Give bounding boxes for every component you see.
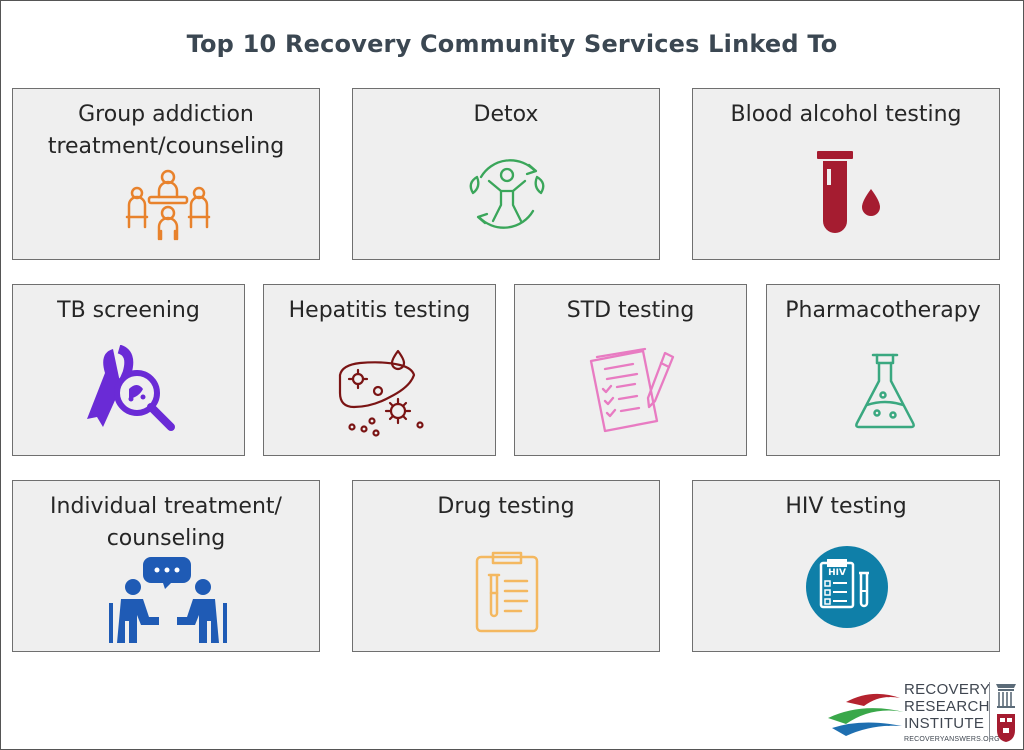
service-label: Individual treatment/ counseling xyxy=(50,494,282,551)
service-label: Drug testing xyxy=(437,494,575,519)
service-label: HIV testing xyxy=(785,494,907,519)
service-card-drug-testing: Drug testing xyxy=(352,480,660,652)
service-card-pharmacotherapy: Pharmacotherapy xyxy=(766,284,1000,456)
liver-virus-icon xyxy=(338,349,424,437)
clipboard-test-tube-icon xyxy=(475,551,539,633)
hiv-clipboard-icon: HIV xyxy=(806,546,888,628)
group-meeting-icon xyxy=(125,169,211,241)
logo-text-line2: RESEARCH xyxy=(904,698,990,715)
service-card-blood-alcohol: Blood alcohol testing xyxy=(692,88,1000,260)
clipboard-pen-icon xyxy=(589,347,675,433)
service-label: Group addiction treatment/counseling xyxy=(47,102,285,159)
flask-icon xyxy=(855,353,915,429)
logo-text-line1: RECOVERY xyxy=(904,681,991,698)
service-label: Detox xyxy=(473,102,539,127)
service-label: STD testing xyxy=(566,298,695,323)
service-card-hepatitis: Hepatitis testing xyxy=(263,284,496,456)
service-card-hiv-testing: HIV testing HIV xyxy=(692,480,1000,652)
ribbon-magnifier-icon xyxy=(87,345,175,431)
service-label: Blood alcohol testing xyxy=(730,102,962,127)
service-card-std-testing: STD testing xyxy=(514,284,747,456)
svg-text:HIV: HIV xyxy=(828,568,846,578)
service-card-tb-screening: TB screening xyxy=(12,284,245,456)
service-label: Pharmacotherapy xyxy=(785,298,981,323)
blood-test-tube-icon xyxy=(817,151,880,233)
two-people-talking-icon xyxy=(109,557,227,643)
university-shield-icon xyxy=(996,684,1016,742)
service-card-detox: Detox xyxy=(352,88,660,260)
logo-text-line3: INSTITUTE xyxy=(904,715,985,732)
logo-divider xyxy=(989,682,990,742)
service-label: TB screening xyxy=(57,298,200,323)
service-card-group-counseling: Group addiction treatment/counseling xyxy=(12,88,320,260)
service-card-individual-counseling: Individual treatment/ counseling xyxy=(12,480,320,652)
detox-person-icon xyxy=(469,159,545,229)
service-label: Hepatitis testing xyxy=(288,298,471,323)
page-title: Top 10 Recovery Community Services Linke… xyxy=(186,30,838,58)
recovery-research-institute-logo-icon xyxy=(828,693,904,736)
logo-url: RECOVERYANSWERS.ORG xyxy=(904,736,1000,743)
